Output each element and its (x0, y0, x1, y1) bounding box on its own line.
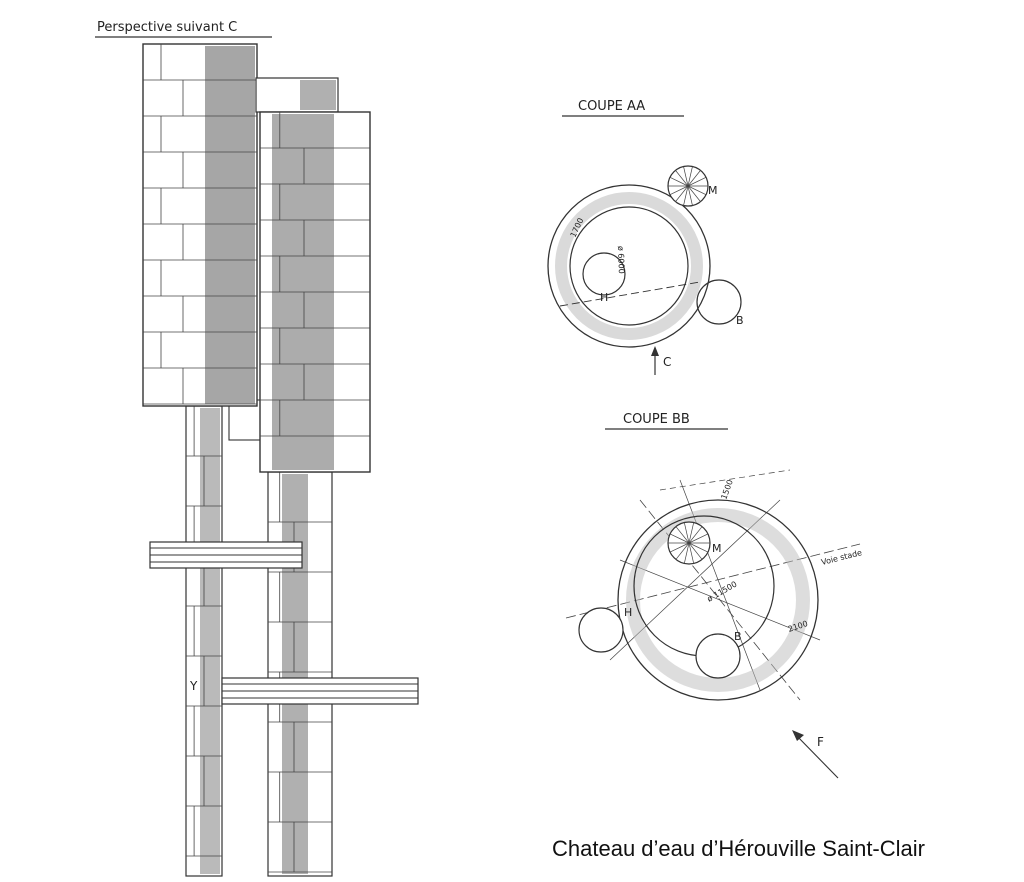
aa-label-c: C (663, 355, 671, 369)
bb-label-h: H (624, 606, 632, 619)
svg-text:Y: Y (189, 679, 198, 693)
bb-outer-ring (617, 499, 819, 701)
bb-label-b: B (734, 630, 742, 643)
aa-label-m: M (708, 184, 718, 197)
perspective-elevation: Perspective suivant C (95, 20, 419, 877)
bb-dim-d: Voie stade (820, 548, 863, 567)
section-aa: COUPE AA M H B C 1700 ø 6000 (547, 99, 744, 375)
bb-dim-b: ø 11500 (706, 579, 739, 603)
aa-circle-b (696, 279, 742, 325)
bb-circle-b (695, 633, 741, 679)
right-tank (259, 111, 371, 473)
bb-label-f: F (817, 735, 824, 749)
section-bb: COUPE BB M H B F 1500 ø 11500 2100 Voie … (565, 412, 863, 779)
lower-horizontal-band (221, 677, 419, 705)
bb-label-m: M (712, 542, 722, 555)
tank-top-strip (255, 77, 339, 113)
aa-label-h: H (600, 291, 608, 304)
bb-circle-h (578, 607, 624, 653)
left-tank (142, 43, 258, 407)
aa-dim-b: ø 6000 (616, 246, 626, 274)
aa-inner-ring (569, 206, 689, 326)
upper-horizontal-band (149, 541, 303, 569)
aa-label-b: B (736, 314, 744, 327)
left-shaft (185, 405, 223, 877)
right-shaft (267, 471, 333, 877)
section-aa-title: COUPE AA (578, 99, 645, 114)
drawing-caption: Chateau d’eau d’Hérouville Saint-Clair (552, 836, 925, 861)
perspective-title: Perspective suivant C (97, 20, 237, 35)
bb-dim-a: 1500 (719, 478, 734, 500)
aa-outer-ring (547, 184, 711, 348)
aa-circle-h (582, 252, 626, 296)
section-bb-title: COUPE BB (623, 412, 690, 427)
